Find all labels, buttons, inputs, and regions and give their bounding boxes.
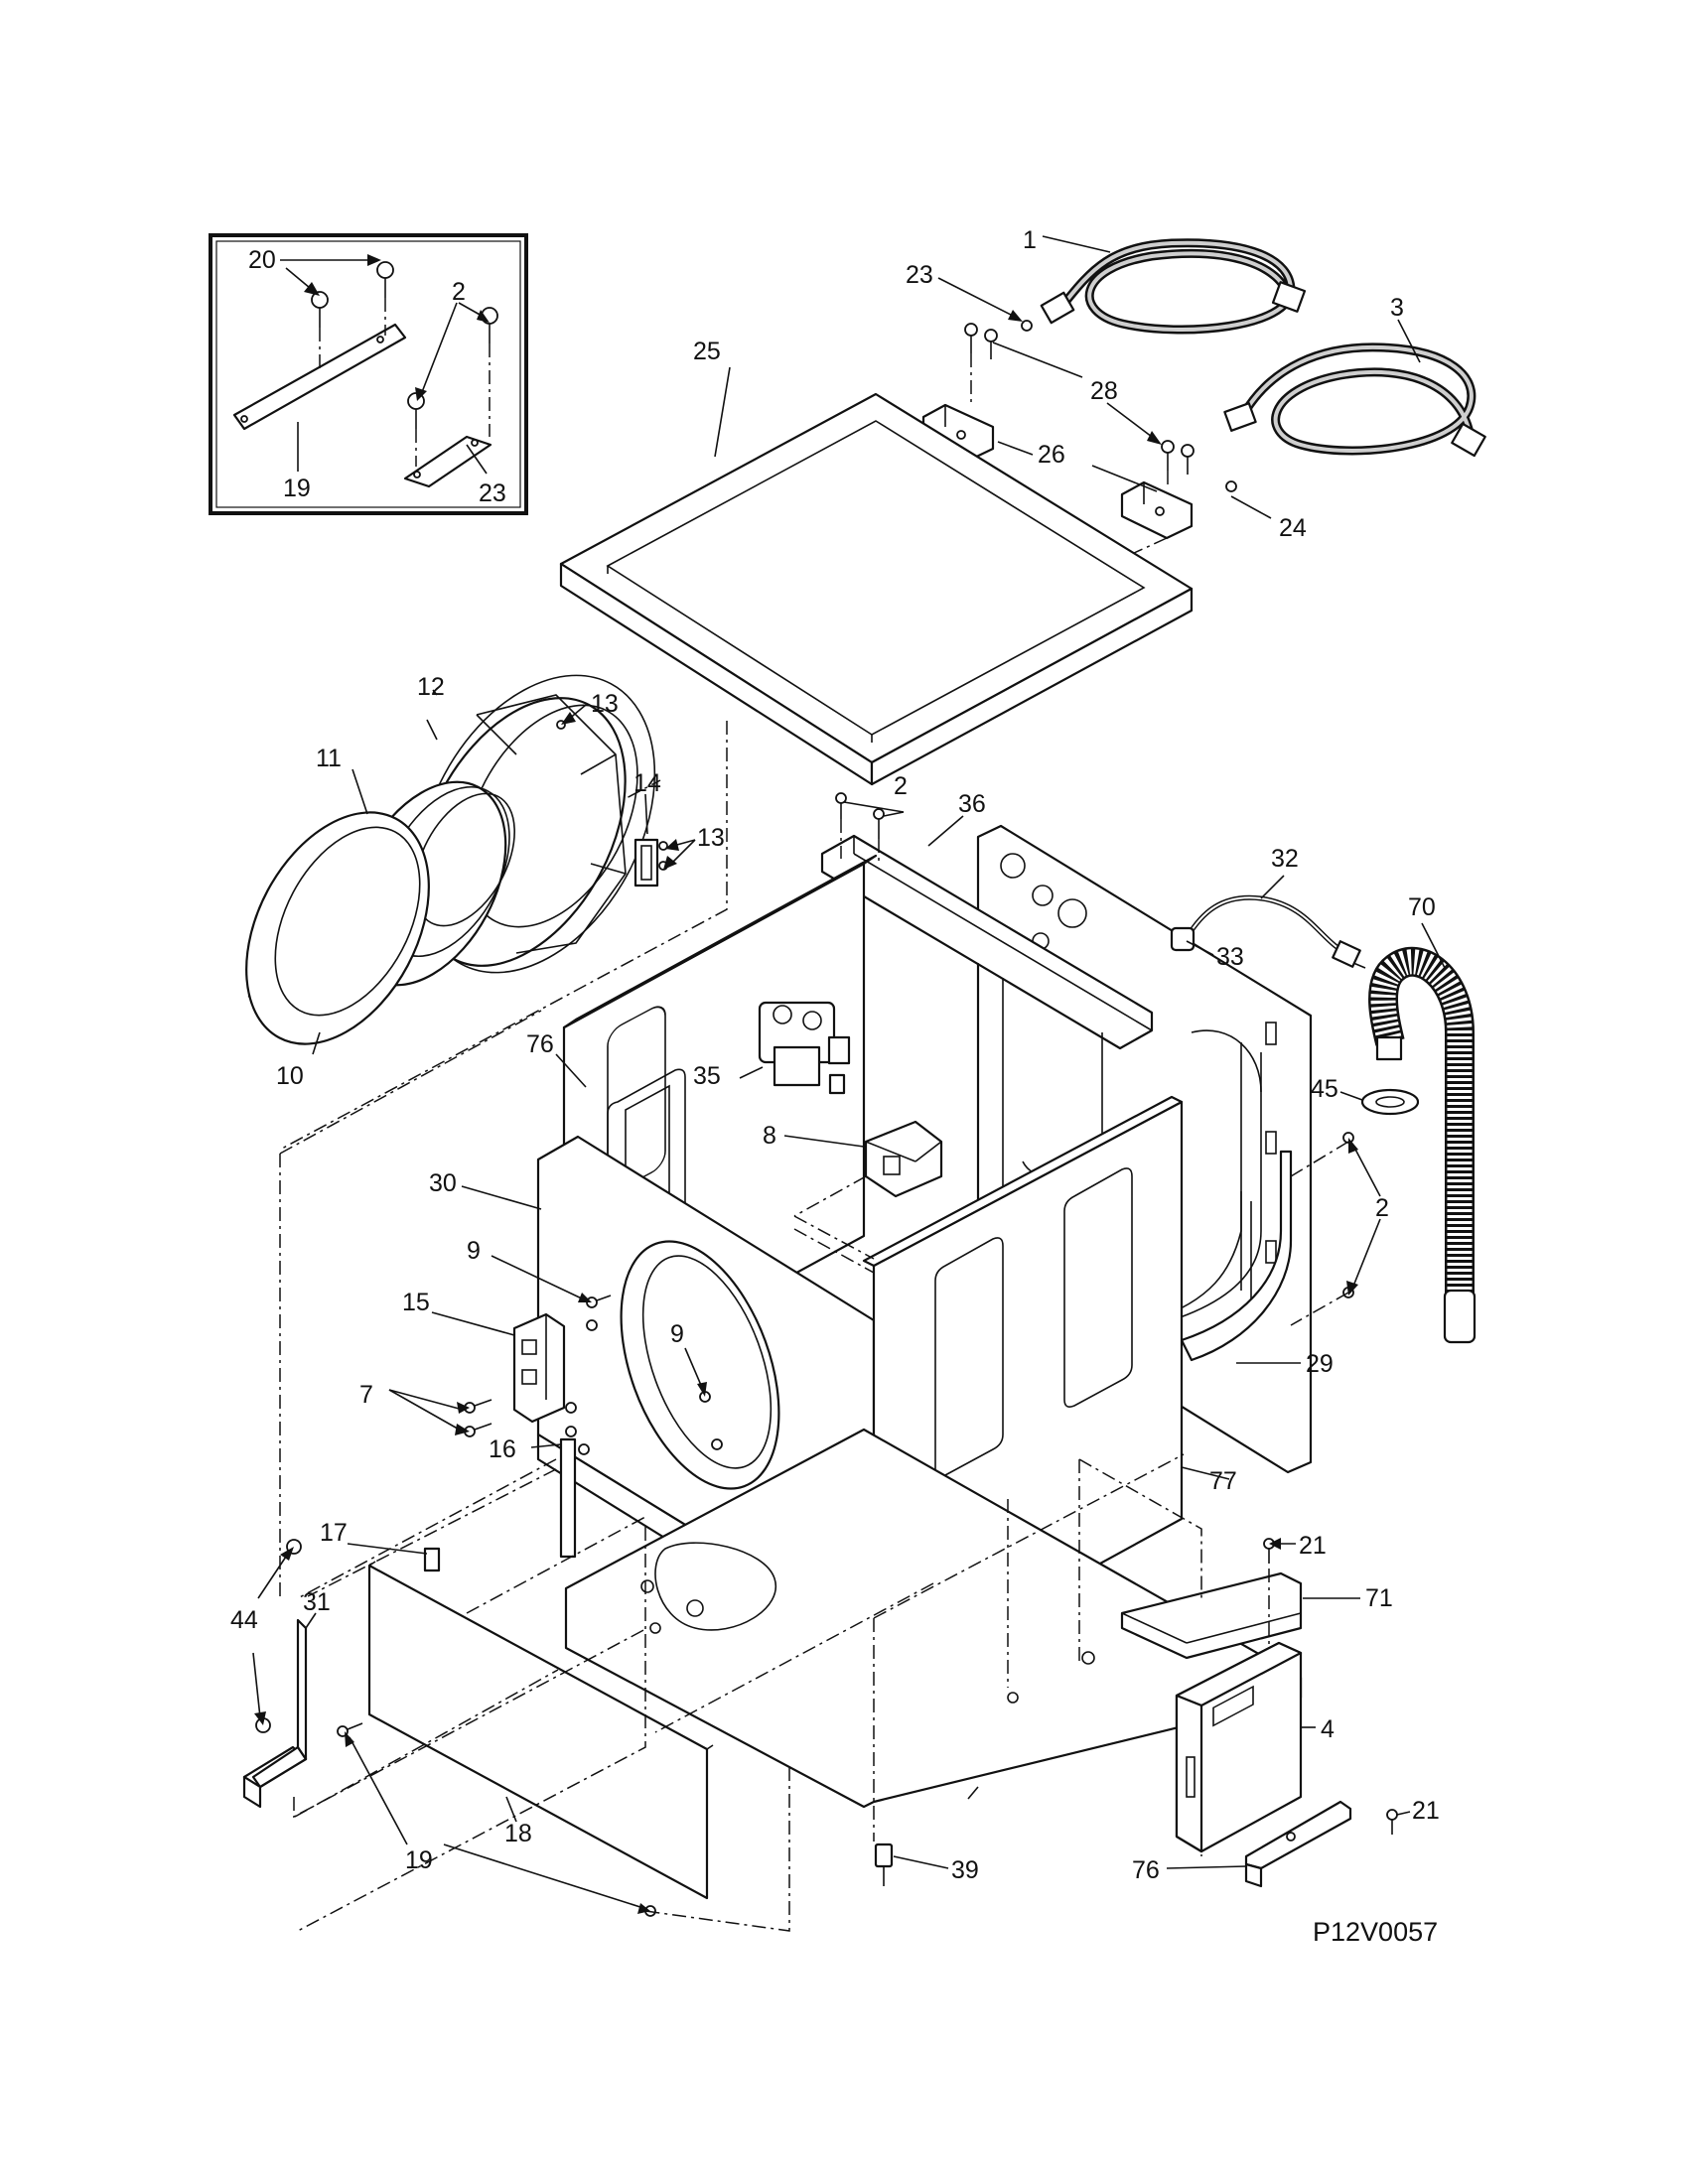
lock-8-dashes [793, 1175, 875, 1274]
door-lock-8 [864, 1120, 943, 1198]
screw-2a [481, 307, 498, 343]
callout-21-bottom: 21 [1412, 1797, 1440, 1825]
kickplate-18 [367, 1561, 714, 1900]
callout-26: 28 [1090, 377, 1118, 405]
base-77 [564, 1428, 1303, 1809]
leader-lines [252, 235, 1446, 1914]
screws-26-23 [964, 320, 1237, 492]
control-board-4 [1175, 1641, 1303, 1853]
callout-2-right: 2 [1375, 1194, 1389, 1222]
callout-labels: 20 2 19 23 1 23 3 25 28 26 24 12 13 11 1… [230, 226, 1440, 1947]
valve-33 [758, 1001, 851, 1095]
callout-2-top: 2 [894, 772, 908, 800]
hinge-15 [512, 1312, 566, 1424]
callout-21-right: 21 [1299, 1532, 1327, 1560]
callout-28: 29 [1306, 1350, 1334, 1378]
figure-reference: P12V0057 [1313, 1917, 1438, 1947]
door-frame-10 [245, 811, 430, 1045]
callout-12: 12 [417, 673, 445, 701]
callout-32: 33 [1216, 943, 1244, 971]
clamp-44 [1360, 1088, 1420, 1116]
callout-30: 31 [303, 1588, 331, 1616]
callout-31: 32 [1271, 845, 1299, 873]
bracket-30 [242, 1618, 308, 1809]
callout-24: 25 [693, 338, 721, 365]
callout-22: 23 [479, 479, 506, 507]
callout-76-left: 76 [526, 1030, 554, 1058]
door-dashed-frame [279, 721, 728, 1151]
bracket-70 [1120, 1571, 1303, 1660]
top-panel-24 [559, 392, 1194, 786]
callout-45: 70 [1408, 893, 1436, 921]
screws-7-9 [464, 1295, 723, 1455]
bracket-71 [1244, 1800, 1352, 1888]
callout-23-top: 23 [906, 261, 933, 289]
callout-13-right: 13 [697, 824, 725, 852]
strain-relief-32 [1170, 926, 1196, 952]
callout-44: 45 [1311, 1075, 1338, 1103]
callout-18: 18 [504, 1820, 532, 1847]
callout-11: 11 [316, 745, 342, 772]
foot-36 [874, 1843, 894, 1886]
callout-1: 1 [1023, 226, 1037, 254]
foot-17 [423, 1547, 441, 1572]
callout-23-right: 24 [1279, 514, 1307, 542]
callout-14: 14 [633, 769, 661, 797]
callout-7: 7 [359, 1381, 373, 1409]
bracket-20 [232, 323, 407, 431]
bracket-16 [559, 1437, 577, 1559]
callout-20: 19 [283, 475, 311, 502]
drain-hose-45 [1368, 946, 1477, 1344]
callout-4: 4 [1321, 1715, 1335, 1743]
callout-25: 26 [1038, 441, 1065, 469]
hinge-14 [633, 838, 659, 887]
alignment-lines [279, 1010, 1349, 1932]
callout-3: 3 [1390, 294, 1404, 322]
callout-35: 36 [958, 790, 986, 818]
callout-9-left: 9 [467, 1237, 481, 1265]
callout-17: 17 [320, 1519, 348, 1547]
callout-13-top: 13 [591, 690, 619, 718]
screw-21a [376, 261, 394, 298]
callout-70: 71 [1365, 1584, 1393, 1612]
inlet-hose-3 [1223, 342, 1486, 458]
inset-frame [209, 233, 528, 515]
top-bracket-25b [1109, 480, 1194, 565]
callout-33: 35 [693, 1062, 721, 1090]
callout-36: 39 [951, 1856, 979, 1884]
callout-2-inset: 2 [452, 278, 466, 306]
callout-21-inset: 20 [248, 246, 276, 274]
callout-71: 76 [1132, 1856, 1160, 1884]
callout-10: 10 [276, 1062, 304, 1090]
callout-15: 15 [402, 1289, 430, 1316]
callout-39: 44 [230, 1606, 258, 1634]
inlet-hose-1 [1040, 238, 1307, 335]
screw-2b [407, 392, 425, 429]
callout-19: 19 [405, 1846, 433, 1874]
screw-21b [311, 291, 329, 328]
callout-9-door: 9 [670, 1320, 684, 1348]
callout-8: 8 [763, 1122, 776, 1150]
inset-detail [209, 233, 528, 515]
callout-76-right: 77 [1209, 1467, 1237, 1495]
callout-29: 30 [429, 1169, 457, 1197]
top-rail-35 [820, 834, 1154, 1050]
callout-16: 16 [489, 1435, 516, 1463]
